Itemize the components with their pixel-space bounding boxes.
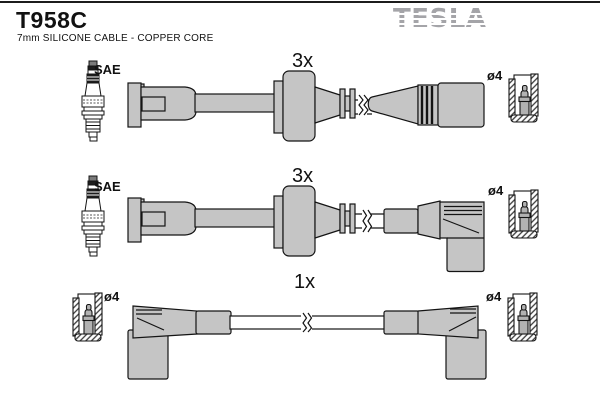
cable-spec-subtitle: 7mm SILICONE CABLE - COPPER CORE	[17, 33, 214, 44]
diameter-label-row1: ø4	[487, 68, 503, 83]
cable-break-row2	[355, 209, 384, 233]
diameter-label-row3-right: ø4	[486, 289, 502, 304]
quantity-label-row2: 3x	[292, 165, 314, 187]
top-border-rule	[0, 1, 600, 3]
logo-stripe	[391, 28, 491, 30]
lead-row-1	[81, 60, 539, 142]
tesla-logo: TESLA	[391, 6, 491, 34]
plug-boot-and-bell-row2	[127, 185, 356, 257]
terminal-icon-row1	[508, 73, 539, 123]
part-number: T958C	[16, 7, 88, 33]
terminal-icon-row3-left	[72, 292, 103, 342]
cable-row3	[229, 312, 386, 333]
sae-label-row2: SAE	[94, 179, 121, 194]
straight-end-boot-row1	[367, 82, 485, 128]
logo-stripe	[391, 13, 491, 15]
quantity-label-row3: 1x	[294, 271, 316, 293]
diameter-label-row2: ø4	[488, 183, 504, 198]
diameter-label-row3-left: ø4	[104, 289, 120, 304]
logo-stripe	[391, 23, 491, 25]
angled-end-boot-row2	[383, 200, 485, 273]
sae-label-row1: SAE	[94, 62, 121, 77]
terminal-icon-row2	[508, 189, 539, 239]
terminal-icon-row3-right	[507, 292, 538, 342]
lead-row-2	[81, 175, 539, 273]
angled-boot-row3-left	[127, 305, 232, 380]
angled-boot-row3-right	[383, 305, 487, 380]
lead-row-3	[72, 292, 538, 380]
logo-stripe	[391, 18, 491, 20]
plug-boot-and-bell-row1	[127, 70, 356, 142]
quantity-label-row1: 3x	[292, 50, 314, 72]
